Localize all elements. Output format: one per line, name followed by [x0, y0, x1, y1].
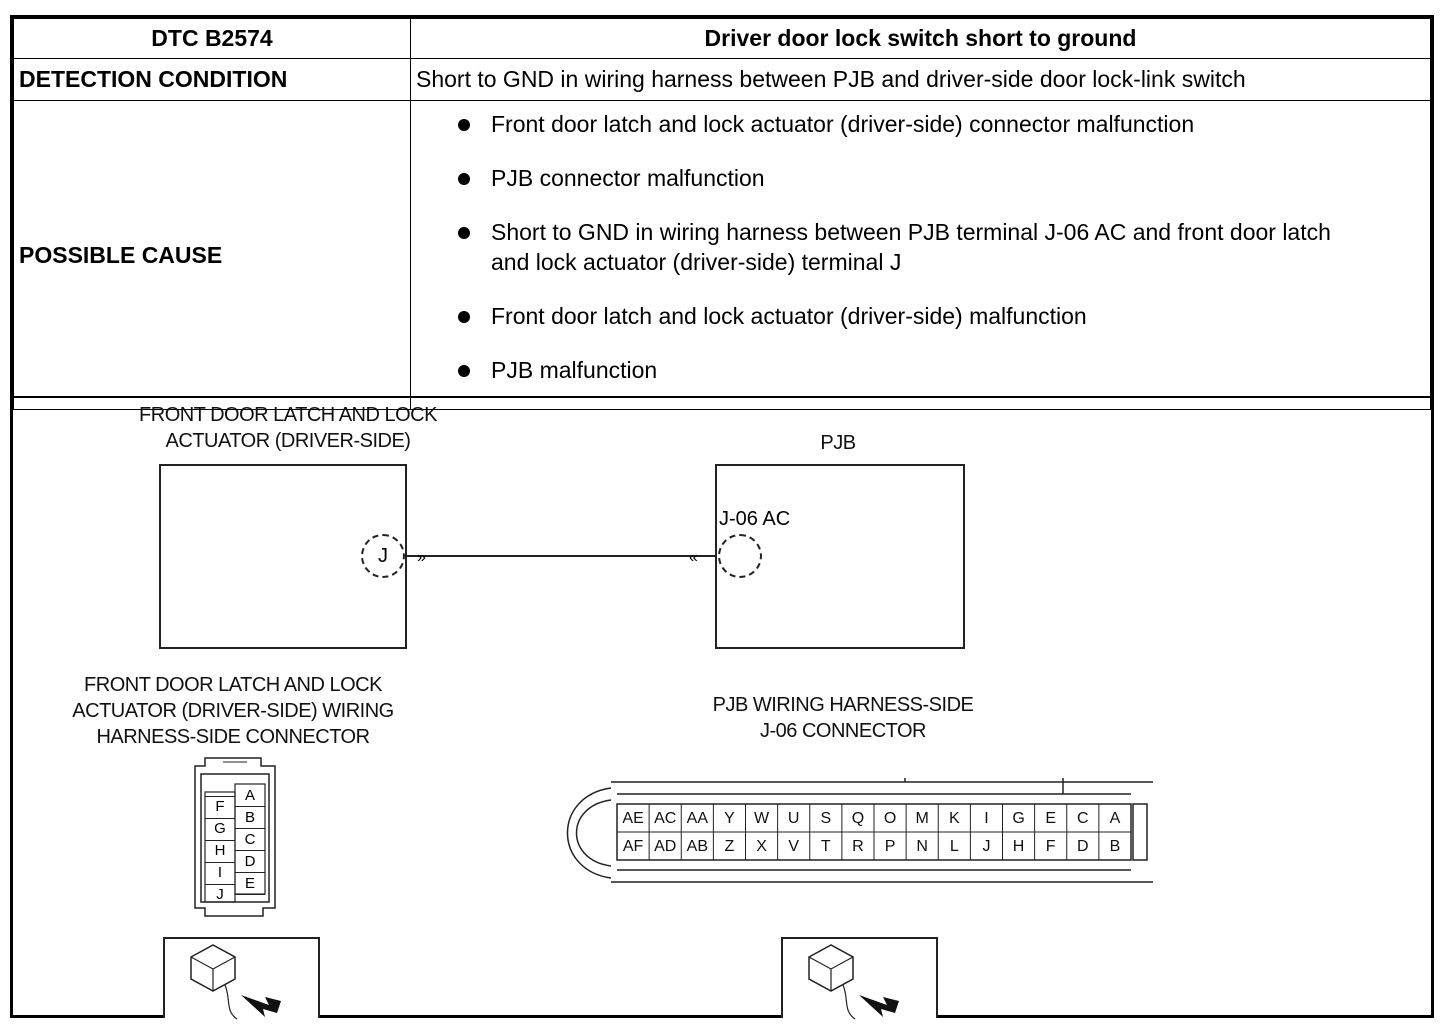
- pjb-pin-m: M: [916, 810, 929, 827]
- connector-view-box: [781, 937, 938, 1020]
- actuator-pin-a: A: [235, 786, 265, 807]
- bullet-icon: [458, 365, 470, 377]
- bullet-icon: [458, 173, 470, 185]
- dtc-title: Driver door lock switch short to ground: [410, 18, 1431, 59]
- svg-text:»: »: [417, 549, 426, 566]
- cause-item: Front door latch and lock actuator (driv…: [411, 109, 1430, 139]
- pjb-pin-t: T: [821, 838, 831, 855]
- pjb-pin-w: W: [754, 810, 770, 827]
- pjb-pin-e: E: [1045, 810, 1056, 827]
- actuator-connector-label: FRONT DOOR LATCH AND LOCK ACTUATOR (DRIV…: [72, 674, 394, 748]
- pjb-pin-r: R: [852, 838, 864, 855]
- connector-view-icon: [190, 944, 281, 1020]
- pjb-pin-p: P: [885, 838, 896, 855]
- pjb-connector-label: PJB WIRING HARNESS-SIDE J-06 CONNECTOR: [712, 694, 974, 742]
- pjb-connector-cells: AE AC AA Y W U S Q O M K I G E C A AF AD AB Z X V T R P N L J H F D B: [616, 804, 1132, 860]
- cause-item: PJB malfunction: [411, 355, 1430, 385]
- bullet-icon: [458, 227, 470, 239]
- pjb-pin-ad: AD: [654, 838, 676, 855]
- bullet-icon: [458, 311, 470, 323]
- cause-item: Short to GND in wiring harness between P…: [411, 217, 1430, 277]
- pjb-pin-j: J: [982, 838, 990, 855]
- possible-cause-cell: Front door latch and lock actuator (driv…: [410, 100, 1431, 410]
- pjb-pin-h: H: [1013, 838, 1025, 855]
- bullet-icon: [458, 119, 470, 131]
- pjb-pin-v: V: [788, 838, 799, 855]
- pjb-pin-l: L: [950, 838, 959, 855]
- possible-cause-label: POSSIBLE CAUSE: [13, 100, 411, 410]
- dtc-code: DTC B2574: [13, 18, 411, 59]
- pjb-pin-a: A: [1110, 810, 1121, 827]
- detection-condition-value: Short to GND in wiring harness between P…: [410, 58, 1431, 101]
- pjb-pin-i: I: [984, 810, 988, 827]
- pjb-pin-ac: AC: [654, 810, 676, 827]
- detection-condition-label: DETECTION CONDITION: [13, 58, 411, 101]
- pjb-pin-y: Y: [724, 810, 735, 827]
- pjb-pin-k: K: [949, 810, 960, 827]
- possible-cause-list: Front door latch and lock actuator (driv…: [411, 101, 1430, 385]
- pjb-pin-x: X: [756, 838, 767, 855]
- cause-item: Front door latch and lock actuator (driv…: [411, 301, 1430, 331]
- pjb-pin-n: N: [916, 838, 928, 855]
- actuator-pin-e: E: [235, 874, 265, 895]
- pjb-pin-label: J-06 AC: [719, 508, 791, 530]
- dtc-sheet: DTC B2574 Driver door lock switch short …: [10, 15, 1434, 1020]
- actuator-pin-d: D: [235, 852, 265, 873]
- actuator-pin-h: H: [205, 840, 235, 861]
- actuator-pin-g: G: [205, 818, 235, 839]
- pjb-pin-f: F: [1046, 838, 1056, 855]
- pjb-pin-o: O: [884, 810, 896, 827]
- pjb-pin-aa: AA: [687, 810, 709, 827]
- cause-item: PJB connector malfunction: [411, 163, 1430, 193]
- pjb-pin-ab: AB: [687, 838, 708, 855]
- actuator-pin-c: C: [235, 830, 265, 851]
- pjb-pin-g: G: [1012, 810, 1024, 827]
- actuator-pin-i: I: [205, 862, 235, 883]
- pjb-pin-u: U: [788, 810, 800, 827]
- pjb-pin-ae: AE: [622, 810, 643, 827]
- pjb-pin-q: Q: [852, 810, 864, 827]
- connector-view-icon: [808, 944, 899, 1020]
- pjb-pin-b: B: [1110, 838, 1121, 855]
- pjb-pin-z: Z: [725, 838, 735, 855]
- dtc-table: DTC B2574 Driver door lock switch short …: [13, 18, 1431, 410]
- wiring-diagram: FRONT DOOR LATCH AND LOCK ACTUATOR (DRIV…: [13, 396, 1431, 1020]
- pjb-pin-circle: [718, 534, 762, 578]
- pjb-pin-d: D: [1077, 838, 1089, 855]
- svg-text:«: «: [689, 549, 698, 566]
- actuator-pin-f: F: [205, 796, 235, 817]
- pjb-pin-c: C: [1077, 810, 1089, 827]
- actuator-pin-b: B: [235, 808, 265, 829]
- pjb-label: PJB: [820, 432, 856, 454]
- pjb-pin-s: S: [820, 810, 831, 827]
- pjb-pin-af: AF: [623, 838, 644, 855]
- actuator-connector: [194, 757, 276, 917]
- actuator-pin-j: J: [205, 884, 235, 905]
- wire-line: » «: [407, 549, 715, 566]
- connector-view-box: [163, 937, 320, 1020]
- actuator-pin-j: J: [361, 534, 405, 578]
- actuator-label: FRONT DOOR LATCH AND LOCK ACTUATOR (DRIV…: [139, 404, 437, 452]
